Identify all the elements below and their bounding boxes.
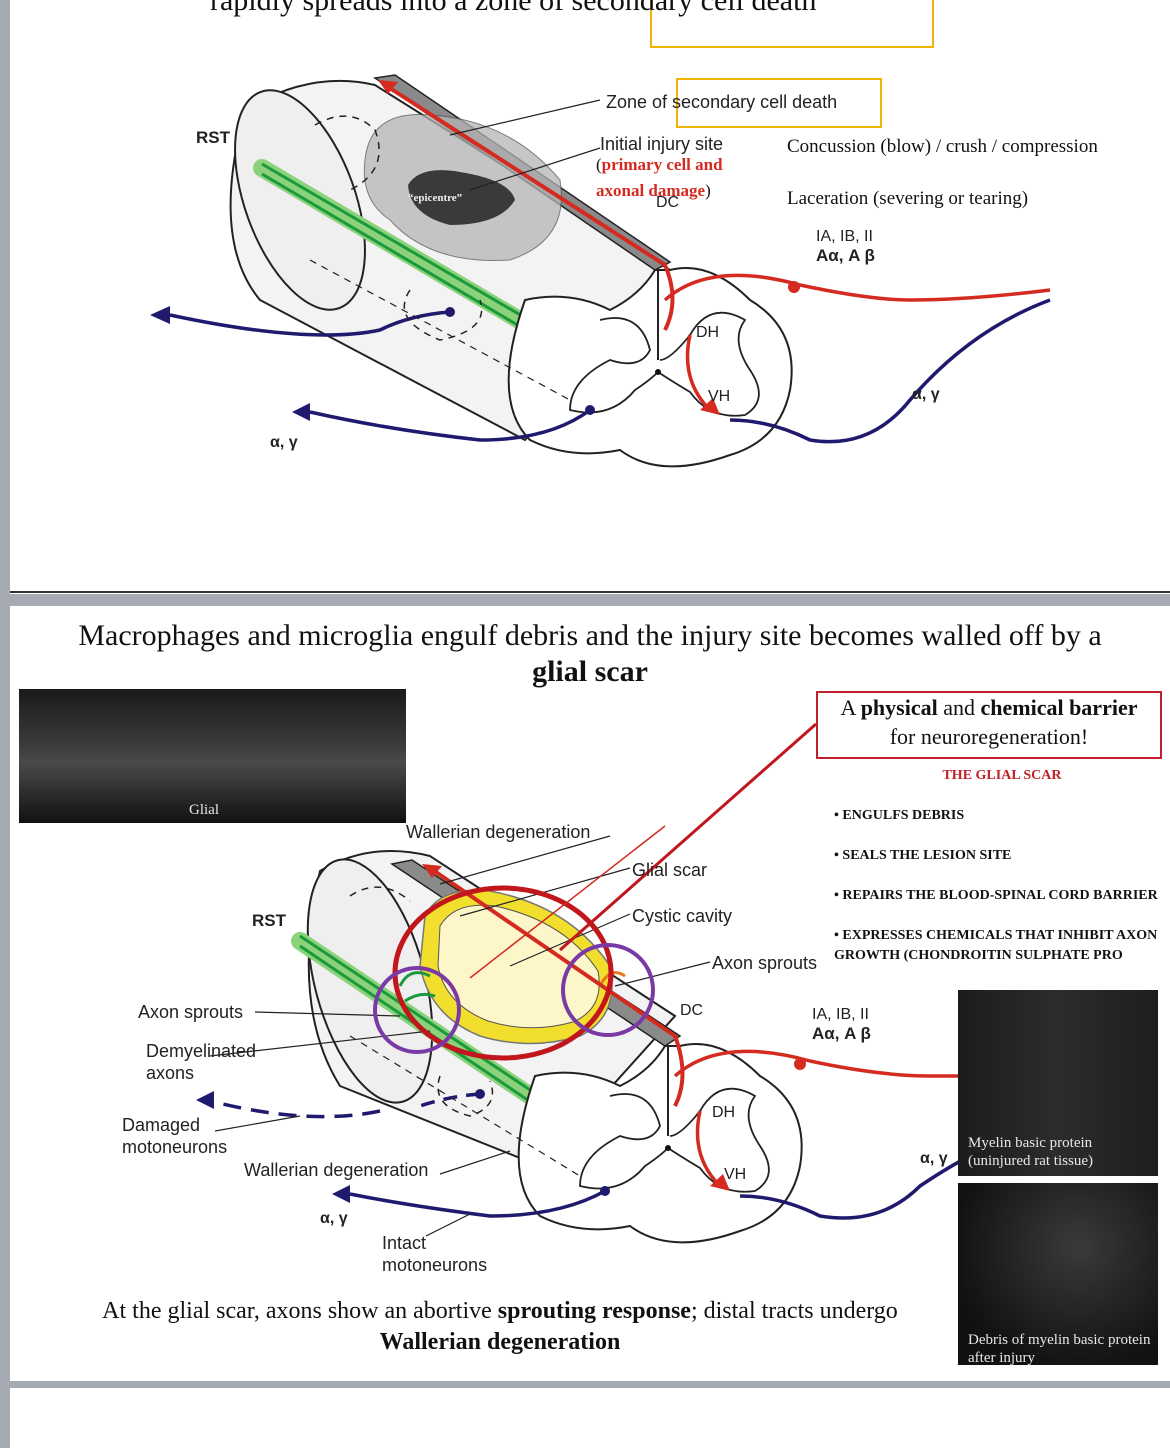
label-alpha-gamma-left: α, γ [320, 1210, 348, 1227]
title-line-1: Macrophages and microglia engulf debris … [78, 619, 1102, 652]
label-rst: RST [252, 911, 286, 930]
label-alpha-gamma-right: α, γ [920, 1150, 948, 1167]
label-dc: DC [656, 194, 680, 211]
micrograph-myelin-uninjured: Myelin basic protein (uninjured rat tiss… [958, 990, 1158, 1176]
label-wallerian-bottom: Wallerian degeneration [244, 1160, 429, 1180]
micrograph-glial-caption: Glial [189, 802, 219, 818]
glial-scar-list: THE GLIAL SCAR • ENGULFS DEBRIS • SEALS … [834, 766, 1170, 986]
slide-glial-scar: Macrophages and microglia engulf debris … [10, 606, 1170, 1381]
label-wallerian-top: Wallerian degeneration [406, 822, 591, 842]
label-vh: VH [708, 388, 731, 405]
mechanism-concussion: Concussion (blow) / crush / compression [787, 136, 1098, 157]
label-epicentre: “epicentre” [408, 192, 463, 204]
label-initial-injury: Initial injury site [600, 134, 724, 154]
list-item: • ENGULFS DEBRIS [834, 808, 965, 823]
micrograph-myelin-debris: Debris of myelin basic protein after inj… [958, 1183, 1158, 1365]
barrier-callout: A physical and chemical barrier for neur… [816, 691, 1162, 759]
slide-divider [10, 591, 1170, 593]
slide-injury-site: rapidly spreads into a zone of secondary… [10, 0, 1170, 594]
highlight-box-title [650, 0, 934, 48]
spinal-cord-diagram-2 [196, 722, 971, 1244]
micrograph-glial: Glial [19, 689, 406, 823]
label-fibers: IA, IB, II [812, 1006, 869, 1023]
label-rst: RST [196, 128, 230, 147]
label-dc: DC [680, 1002, 704, 1019]
slide-title: Macrophages and microglia engulf debris … [10, 618, 1170, 690]
spinal-cord-diagram-1 [150, 74, 1051, 468]
micrograph-myelin-uninjured-caption: Myelin basic protein (uninjured rat tiss… [968, 1135, 1093, 1169]
list-item: • REPAIRS THE BLOOD-SPINAL CORD BARRIER [834, 888, 1158, 903]
label-alpha-gamma-right: α, γ [912, 386, 940, 403]
glial-scar-heading: THE GLIAL SCAR [942, 768, 1062, 783]
label-axon-sprouts-left: Axon sprouts [138, 1002, 244, 1022]
title-line-2: glial scar [532, 655, 648, 688]
micrograph-myelin-debris-caption: Debris of myelin basic protein after inj… [968, 1332, 1151, 1365]
slide-title-partial: rapidly spreads into a zone of secondary… [210, 0, 817, 17]
slide-next-partial [10, 1388, 1170, 1448]
label-axon-sprouts-right: Axon sprouts [712, 953, 818, 973]
label-vh: VH [724, 1166, 747, 1183]
label-zone: Zone of secondary cell death [606, 92, 838, 112]
label-fibers-2: Aα, A β [816, 246, 875, 265]
label-fibers-2: Aα, A β [812, 1024, 871, 1043]
label-alpha-gamma-left: α, γ [270, 434, 298, 451]
mechanism-laceration: Laceration (severing or tearing) [787, 188, 1029, 209]
label-glial-scar: Glial scar [632, 860, 708, 880]
bottom-caption: At the glial scar, axons show an abortiv… [102, 1298, 898, 1355]
label-dh: DH [696, 324, 720, 341]
list-item: • EXPRESSES CHEMICALS THAT INHIBIT AXON … [834, 928, 1158, 963]
highlight-box-zone [676, 78, 882, 128]
label-cystic-cavity: Cystic cavity [632, 906, 733, 926]
label-dh: DH [712, 1104, 736, 1121]
label-fibers: IA, IB, II [816, 228, 873, 245]
label-primary-damage: (primary cell and axonal damage) [596, 155, 723, 200]
list-item: • SEALS THE LESION SITE [834, 848, 1012, 863]
